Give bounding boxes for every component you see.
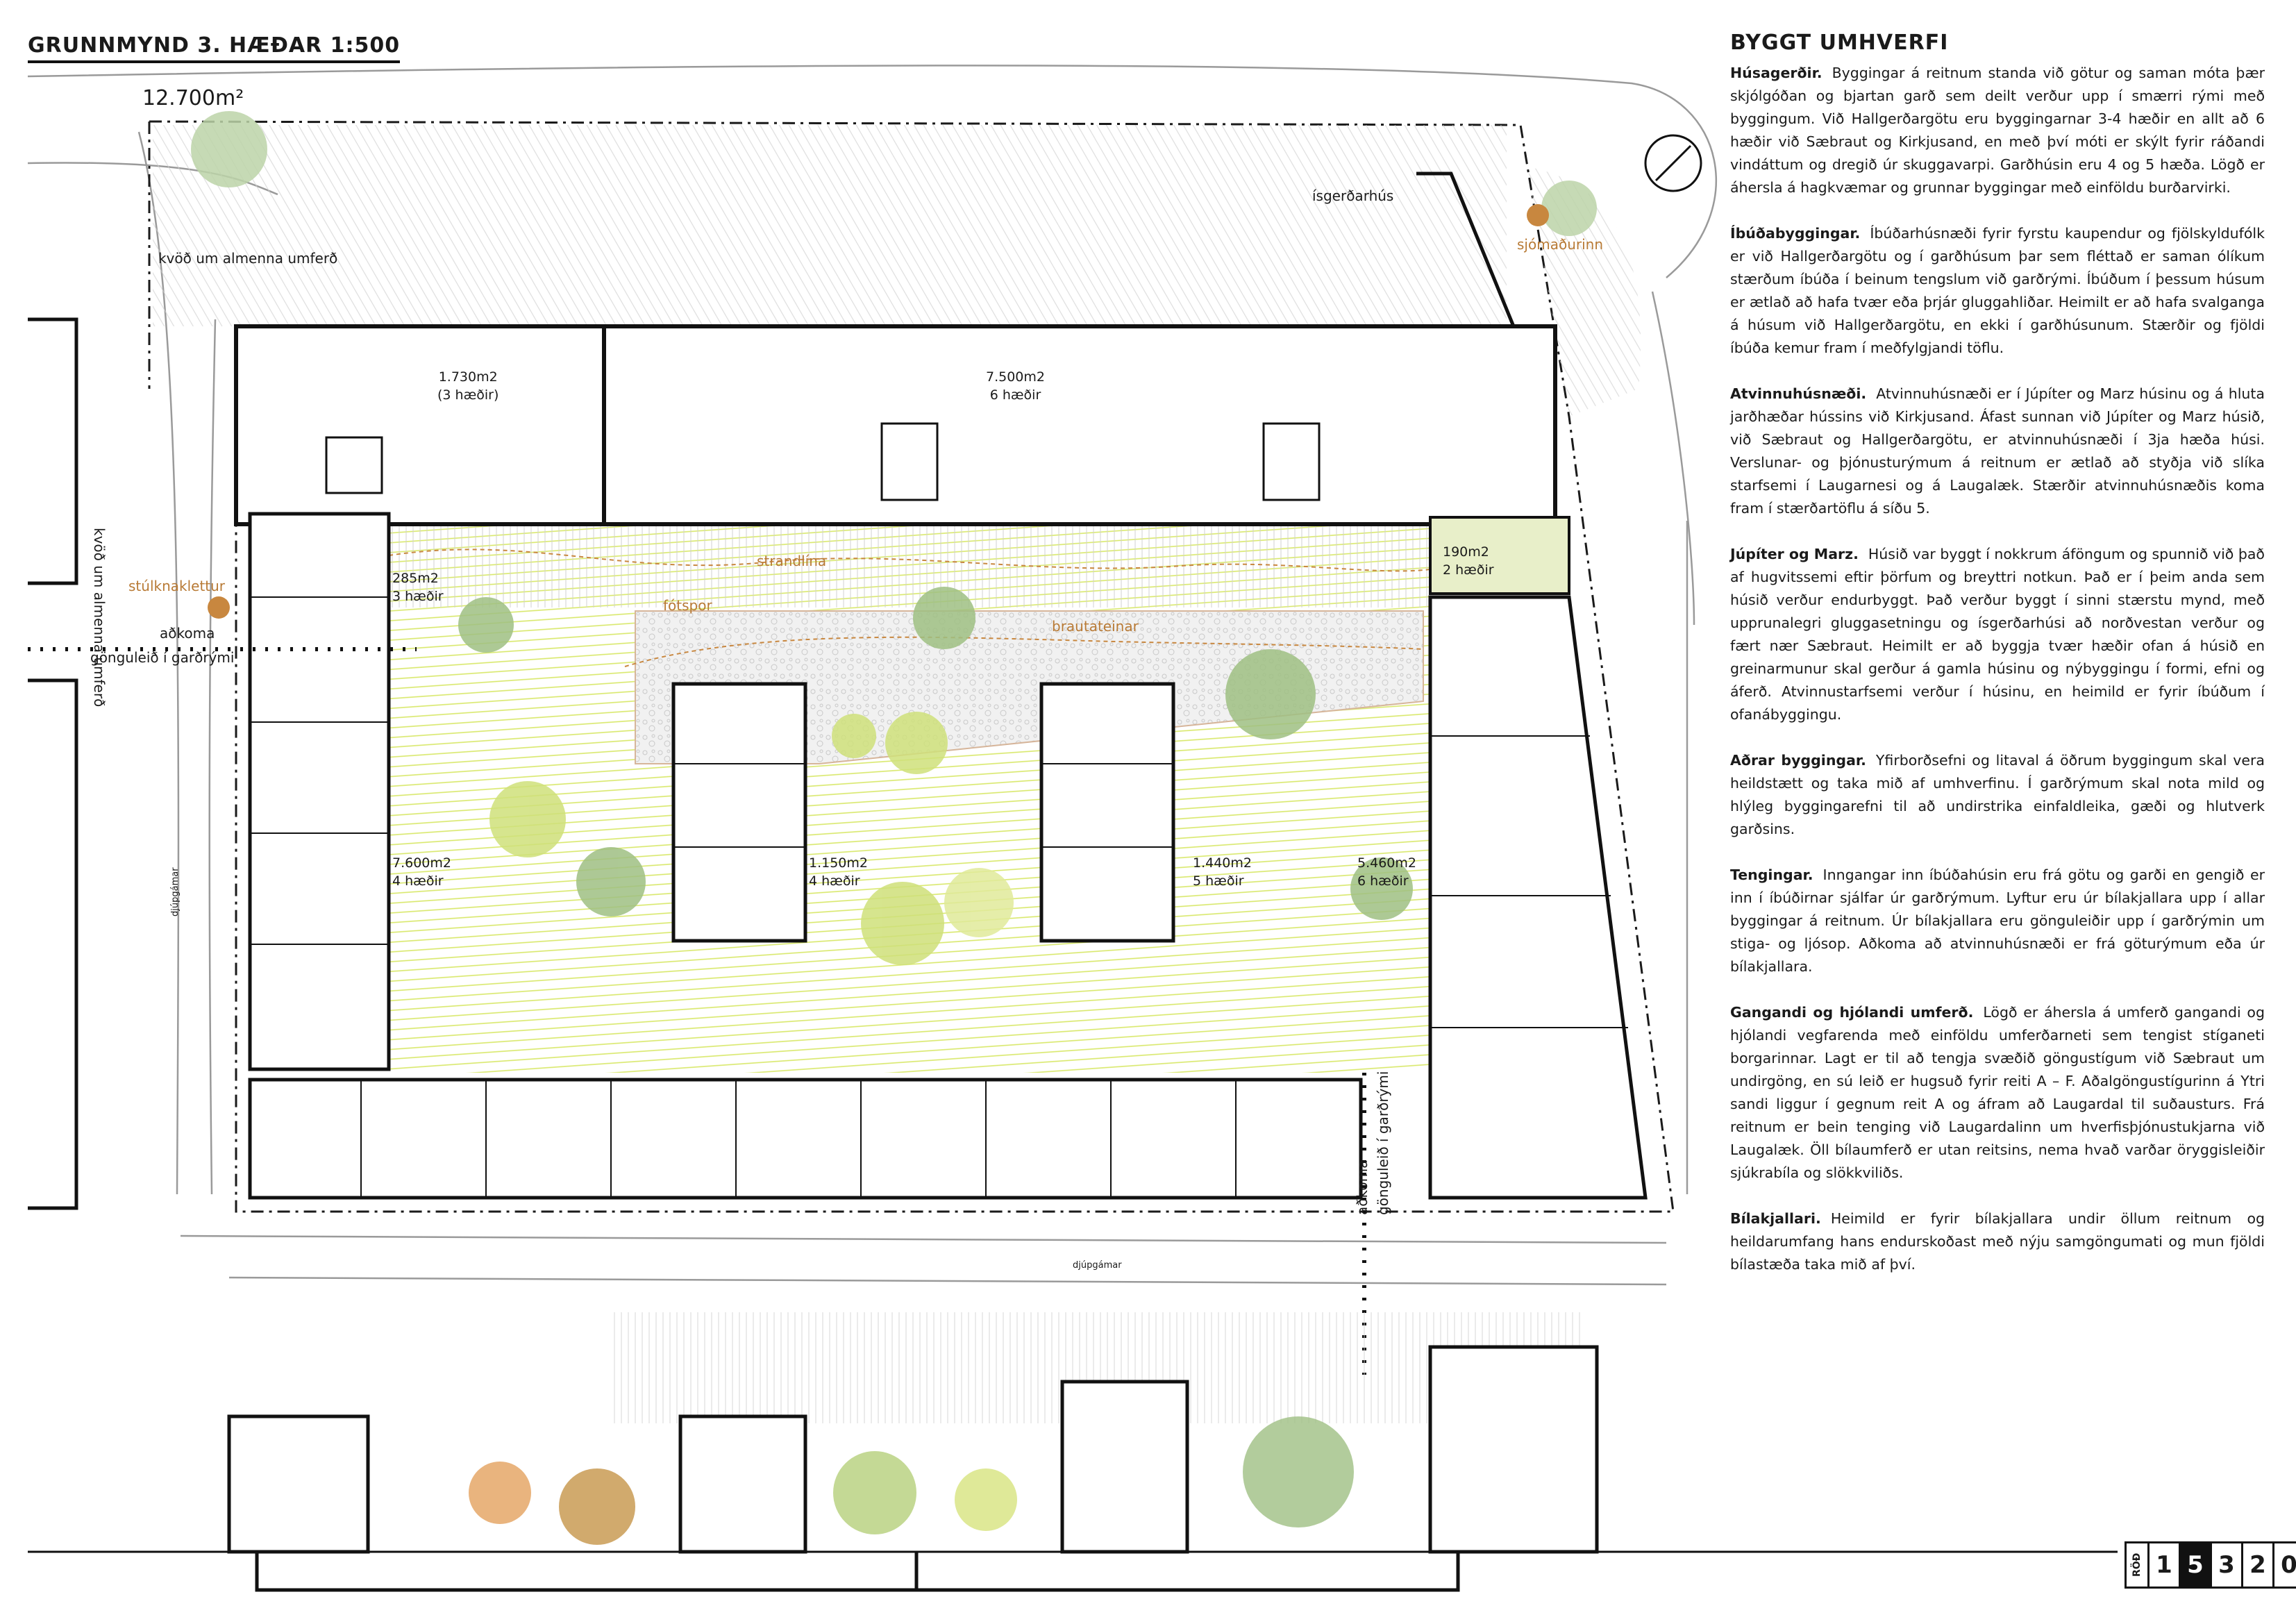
kvod-label-vertical: kvöð um almenna umferð (91, 528, 108, 708)
djupgamar-label-west: djúpgámar (170, 867, 181, 916)
paragraph-gangandi: Gangandi og hjólandi umferð.Lögð er áher… (1730, 1004, 2265, 1181)
sheet-title: GRUNNMYND 3. HÆÐAR 1:500 (28, 33, 401, 63)
strandlina-line (388, 549, 1431, 667)
west-access-label-1: aðkoma (160, 625, 215, 642)
west-wing (248, 512, 391, 1071)
site-area-label: 12.700m² (142, 86, 244, 110)
stulknaklettur-label: stúlknaklettur (128, 578, 226, 594)
sheet-id-box: RÖÐ 1 5 3 2 0 (2125, 1541, 2296, 1589)
paragraph-husagerdir: Húsagerðir.Byggingar á reitnum standa vi… (1730, 65, 2265, 196)
djupgamar-label-south: djúpgámar (1073, 1260, 1122, 1271)
sheet-id-digit-1: 1 (2147, 1543, 2179, 1587)
sheet-id-digit-3: 3 (2210, 1543, 2241, 1587)
isgerdarhus-label: ísgerðarhús (1312, 187, 1394, 204)
trees (191, 111, 1597, 965)
west-access-label-2: gönguleið í garðrými (90, 649, 235, 666)
column-title: BYGGT UMHVERFI (1730, 31, 1949, 55)
stulknaklettur-marker (208, 596, 230, 619)
paragraph-ibudabyggingar: Íbúðabyggingar.Íbúðarhúsnæði fyrir fyrst… (1730, 225, 2265, 356)
paragraph-atvinnuhusnaedi: Atvinnuhúsnæði.Atvinnuhúsnæði er í Júpít… (1730, 385, 2265, 517)
north-building (234, 171, 1557, 526)
fotspor-label: fótspor (663, 597, 712, 614)
kvod-label-horizontal: kvöð um almenna umferð (158, 250, 338, 267)
paragraph-jupiter-og-marz: Júpíter og Marz.Húsið var byggt í nokkru… (1730, 546, 2265, 723)
sjomadurinn-label: sjómaðurinn (1517, 236, 1603, 253)
area-label-1730: 1.730m2(3 hæðir) (437, 369, 499, 403)
sheet-id-digit-5: 0 (2272, 1543, 2296, 1587)
east-wing (1428, 595, 1648, 1200)
central-gravel-area (635, 610, 1424, 764)
south-access-label-2: gönguleið í garðrými (1375, 1071, 1391, 1215)
paragraph-adrar-byggingar: Aðrar byggingar.Yfirborðsefni og litaval… (1730, 752, 2265, 837)
north-arrow (1644, 134, 1702, 192)
garden-houses (671, 682, 1175, 943)
sheet-id-label: RÖÐ (2131, 1552, 2143, 1577)
annex-190 (1429, 516, 1570, 595)
neighbour-buildings-west (28, 317, 78, 1210)
paragraph-bilakjallari: Bílakjallari.Heimild er fyrir bílakjalla… (1730, 1210, 2265, 1273)
south-access-label-1: aðkoma (1354, 1160, 1371, 1215)
text-column: BYGGT UMHVERFI Húsagerðir.Byggingar á re… (1730, 31, 2265, 1299)
promenade-hatch (389, 524, 1430, 608)
sjomadurinn-marker (1527, 204, 1549, 226)
brautateinar-label: brautateinar (1052, 618, 1139, 635)
strandlina-label: strandlína (757, 553, 827, 569)
sheet-id-digit-4: 2 (2241, 1543, 2272, 1587)
south-wing (248, 1078, 1363, 1200)
site-boundary (148, 120, 1675, 1213)
north-plaza-hatch (153, 125, 1507, 326)
section-drawing (28, 1312, 2118, 1592)
sheet-id-digit-2: 5 (2179, 1543, 2210, 1587)
paragraph-tengingar: Tengingar.Inngangar inn íbúðahúsin eru f… (1730, 867, 2265, 975)
